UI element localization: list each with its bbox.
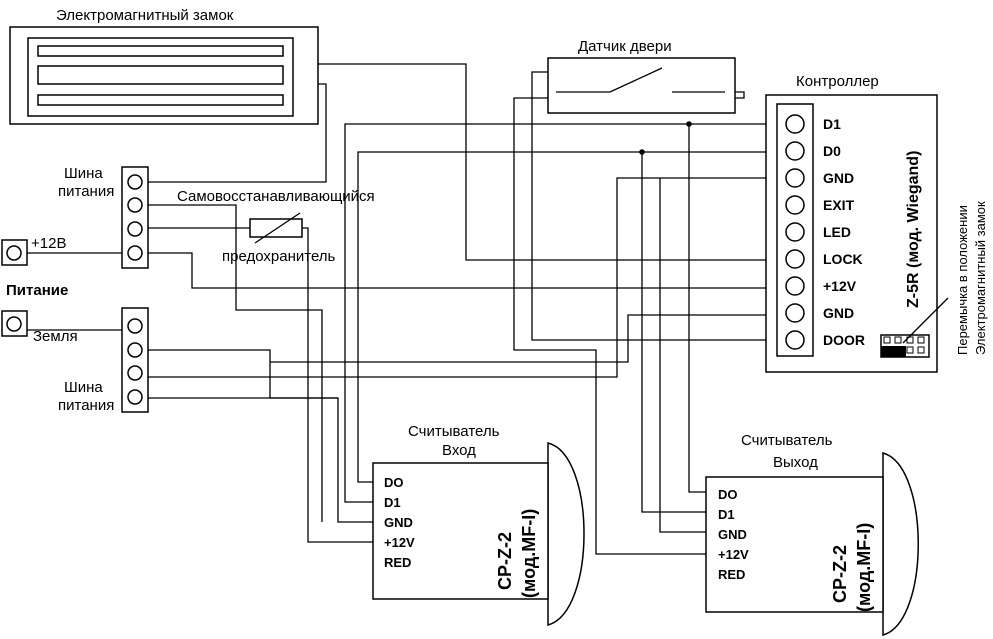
wire-reader-in-gnd [147, 349, 373, 523]
fuse-slash [254, 212, 301, 244]
controller-terminal [785, 249, 805, 269]
bus-top-label-1: Шина [64, 165, 103, 182]
reader-in-model-1: CP-Z-2 [495, 532, 515, 590]
wire-d1-out [688, 124, 706, 493]
bus-bottom-label-1: Шина [64, 379, 103, 396]
reader-out-dome [882, 452, 919, 636]
controller-terminal [785, 114, 805, 134]
wire-lock-to-top-bus [147, 83, 327, 183]
bus-bottom-label-2: питания [58, 397, 114, 414]
controller-pin-label: D0 [823, 143, 841, 159]
junction-dot [639, 149, 645, 155]
reader-pin-label: +12V [384, 535, 415, 550]
reader-pin-label: RED [718, 567, 745, 582]
controller-pin-label: +12V [823, 278, 857, 294]
fuse-label-2: предохранитель [222, 248, 336, 265]
jumper-block-icon [880, 334, 930, 358]
reader-in-model-2: (мод.MF-I) [519, 509, 539, 598]
wires [23, 63, 785, 555]
power-ground-label: Земля [33, 328, 78, 345]
jumper-note-line1: Перемычка в положении [955, 205, 970, 355]
controller-pin-label: LOCK [823, 251, 863, 267]
wire-fuse-out [302, 227, 309, 310]
reader-in-title-1: Считыватель [408, 423, 500, 440]
resettable-fuse: Самовосстанавливающийся предохранитель [177, 188, 375, 265]
bus-top-label-2: питания [58, 183, 114, 200]
fuse-label-1: Самовосстанавливающийся [177, 188, 375, 205]
reader-pin-label: DO [384, 475, 404, 490]
jumper-pointer [902, 297, 949, 344]
controller-pin-label: D1 [823, 116, 841, 132]
wire-12v-to-top-bus [147, 252, 785, 289]
switch-icon [556, 67, 725, 93]
power-input: +12В Питание Земля [1, 235, 78, 345]
controller-terminal [785, 141, 805, 161]
reader-pin-label: GND [718, 527, 747, 542]
reader-pin-label: DO [718, 487, 738, 502]
wire-d0-out [641, 152, 706, 513]
wire-d0-in [357, 151, 785, 483]
reader-pin-label: D1 [384, 495, 401, 510]
reader-pin-label: D1 [718, 507, 735, 522]
reader-in-dome [547, 442, 585, 626]
lock-title: Электромагнитный замок [56, 7, 234, 24]
controller-pin-label: GND [823, 170, 854, 186]
jumper-note-line2: Электромагнитный замок [973, 201, 988, 355]
wire-reader-out-gnd [659, 178, 706, 533]
power-title: Питание [6, 282, 68, 299]
wire-reader-in-12v [307, 310, 373, 543]
door-sensor-title: Датчик двери [578, 38, 672, 55]
power-plus-label: +12В [31, 235, 66, 252]
reader-out-model-1: CP-Z-2 [830, 545, 850, 603]
wire-lock-to-controller-lock [318, 63, 785, 261]
wire-sensor-to-door [531, 71, 785, 341]
reader-in-title-2: Вход [442, 442, 476, 459]
power-bus-bottom: Шина питания [58, 307, 149, 414]
wire-bus-branch [147, 204, 323, 522]
reader-pin-label: RED [384, 555, 411, 570]
reader-pin-label: +12V [718, 547, 749, 562]
wire-sensor-to-ground-path [513, 91, 760, 555]
reader-pin-label: GND [384, 515, 413, 530]
controller-terminal [785, 222, 805, 242]
wire-gnd2 [270, 314, 785, 363]
controller-pin-label: DOOR [823, 332, 865, 348]
reader-out-title-1: Считыватель [741, 432, 833, 449]
controller-pin-label: LED [823, 224, 851, 240]
wire-gnd-to-bottom-bus [147, 177, 785, 378]
controller-terminal [785, 168, 805, 188]
reader-out-title-2: Выход [773, 454, 818, 471]
power-bus-top: Шина питания [58, 165, 149, 269]
junction-dot [686, 121, 692, 127]
controller-terminal [785, 276, 805, 296]
reader-out-model-2: (мод.MF-I) [854, 523, 874, 612]
electromagnetic-lock: Электромагнитный замок [9, 7, 319, 125]
controller-terminal [785, 303, 805, 323]
wire-d1-in [344, 123, 785, 503]
controller-terminal [785, 330, 805, 350]
door-sensor: Датчик двери [547, 38, 736, 114]
controller-pin-label: EXIT [823, 197, 855, 213]
controller-pin-label: GND [823, 305, 854, 321]
controller-terminal [785, 195, 805, 215]
controller-title: Контроллер [796, 73, 879, 90]
controller-model: Z-5R (мод. Wiegand) [905, 151, 922, 308]
